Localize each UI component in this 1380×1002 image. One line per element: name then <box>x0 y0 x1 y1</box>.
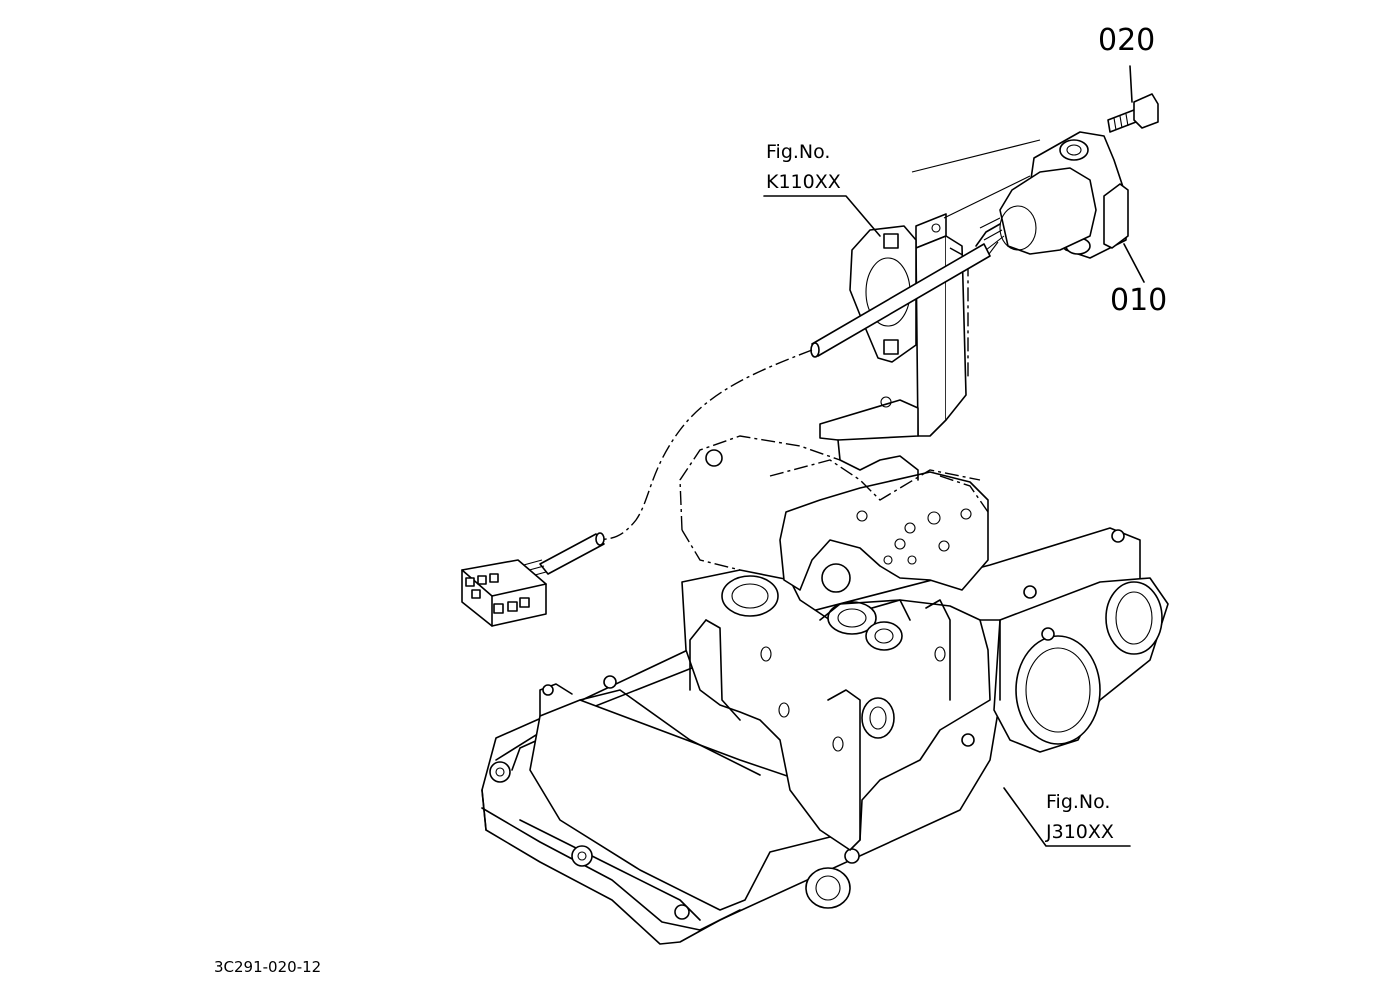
fig-ref-j310-line1: Fig.No. <box>1046 791 1111 813</box>
hydraulic-housing <box>481 527 1169 945</box>
position-sensor <box>810 131 1129 358</box>
fig-ref-k110: Fig.No. K110XX <box>766 140 841 194</box>
drawing-code: 3C291-020-12 <box>214 958 322 976</box>
bolt <box>1107 93 1159 133</box>
wire-harness <box>461 349 813 627</box>
valve-upper-block <box>779 471 989 591</box>
fig-ref-j310: Fig.No. J310XX <box>1046 790 1114 844</box>
hidden-cylinder <box>679 435 989 571</box>
fig-ref-j310-line2: J310XX <box>1046 821 1114 843</box>
part-number-020: 020 <box>1098 23 1156 58</box>
part-number-010: 010 <box>1110 283 1168 318</box>
leader-lines <box>763 65 1145 847</box>
fig-ref-k110-line1: Fig.No. <box>766 141 831 163</box>
fig-ref-k110-line2: K110XX <box>766 171 841 193</box>
sensor-bracket <box>819 213 969 481</box>
